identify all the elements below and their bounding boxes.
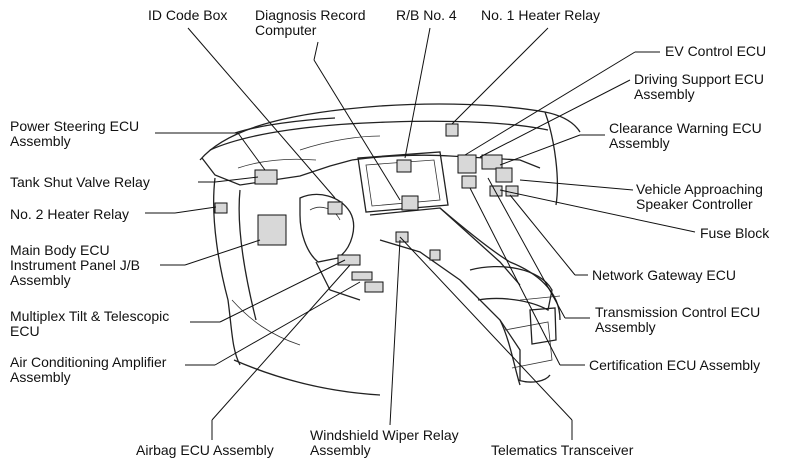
label-airbag-ecu: Airbag ECU Assembly xyxy=(136,442,274,458)
label-ev-control-ecu: EV Control ECU xyxy=(665,43,767,59)
label-clearance-warning-ecu: Clearance Warning ECU Assembly xyxy=(609,120,762,151)
label-diagnosis-record-computer: Diagnosis Record Computer xyxy=(255,7,366,38)
label-windshield-wiper-relay: Windshield Wiper Relay Assembly xyxy=(310,427,459,458)
label-multiplex-tilt-ecu: Multiplex Tilt & Telescopic ECU xyxy=(10,308,170,339)
instrument-panel-sketch xyxy=(199,103,581,396)
label-vehicle-approaching-speaker: Vehicle Approaching Speaker Controller xyxy=(636,181,763,212)
label-rb-no4: R/B No. 4 xyxy=(396,7,457,23)
label-power-steering-ecu: Power Steering ECU Assembly xyxy=(10,118,140,149)
label-no2-heater-relay: No. 2 Heater Relay xyxy=(10,206,130,222)
label-main-body-ecu: Main Body ECU Instrument Panel J/B Assem… xyxy=(10,242,140,288)
label-id-code-box: ID Code Box xyxy=(148,7,228,23)
label-telematics-transceiver: Telematics Transceiver xyxy=(491,442,634,458)
label-driving-support-ecu: Driving Support ECU Assembly xyxy=(634,71,764,102)
label-no1-heater-relay: No. 1 Heater Relay xyxy=(481,7,601,23)
label-air-conditioning-amplifier: Air Conditioning Amplifier Assembly xyxy=(10,354,167,385)
component-shapes xyxy=(214,123,519,293)
label-network-gateway-ecu: Network Gateway ECU xyxy=(592,267,736,283)
leader-lines xyxy=(145,27,696,440)
label-fuse-block: Fuse Block xyxy=(700,225,770,241)
label-certification-ecu: Certification ECU Assembly xyxy=(589,357,761,373)
label-transmission-control-ecu: Transmission Control ECU Assembly xyxy=(595,304,761,335)
label-tank-shut-valve-relay: Tank Shut Valve Relay xyxy=(10,174,150,190)
